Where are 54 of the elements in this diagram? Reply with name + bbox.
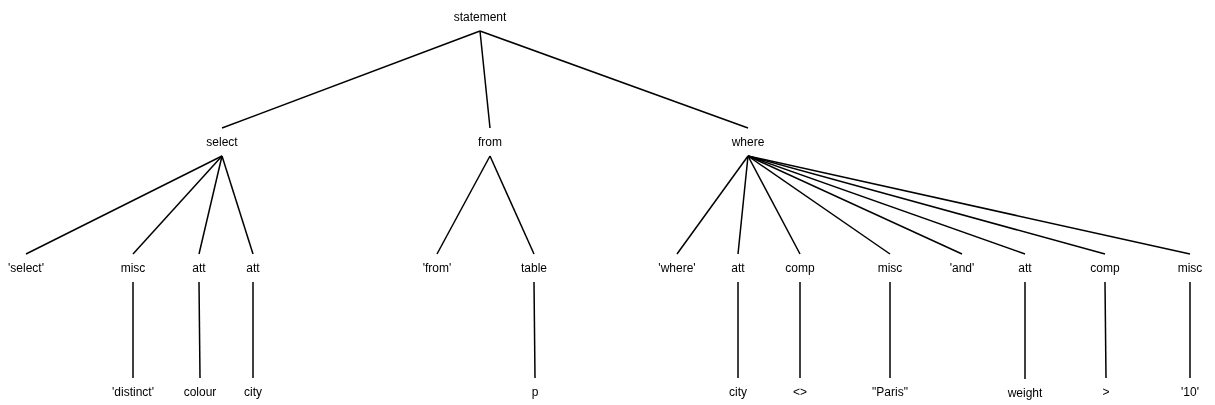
tree-node-label: weight	[1005, 379, 1045, 405]
tree-branch-line	[747, 155, 801, 255]
tree-branch-line	[747, 155, 963, 255]
tree-node-label: att	[729, 254, 747, 282]
tree-branch-line	[221, 155, 254, 255]
tree-branch-line	[799, 281, 801, 379]
tree-node-label: city	[727, 378, 749, 405]
tree-branch-line	[889, 281, 891, 379]
tree-branch-line	[479, 30, 491, 129]
tree-node-label: 'and'	[947, 254, 977, 282]
tree-node-label: 'select'	[6, 254, 46, 282]
tree-node-label: 'where'	[656, 254, 698, 282]
tree-node-label: <>	[791, 378, 809, 405]
tree-node-label: 'distinct'	[110, 378, 156, 405]
tree-node-label: table	[519, 254, 549, 282]
tree-node-label: p	[529, 378, 541, 405]
tree-branch-line	[221, 30, 481, 129]
tree-node-label: city	[242, 378, 264, 405]
tree-node-label: 'from'	[420, 254, 454, 282]
tree-node-label: comp	[783, 254, 817, 282]
tree-node-label: misc	[875, 254, 905, 282]
tree-branch-line	[489, 155, 535, 255]
tree-branch-line	[533, 281, 536, 379]
tree-node-label: misc	[118, 254, 148, 282]
tree-branch-line	[25, 155, 223, 255]
tree-node-label: att	[190, 254, 208, 282]
tree-node-label: from	[476, 128, 504, 156]
tree-branch-line	[737, 155, 749, 255]
tree-node-label: select	[204, 128, 240, 156]
tree-branch-line	[198, 155, 223, 255]
tree-node-label: att	[244, 254, 262, 282]
tree-branch-line	[1024, 281, 1026, 380]
tree-branch-line	[737, 281, 739, 379]
tree-branch-line	[747, 155, 1191, 255]
tree-node-label: att	[1016, 254, 1034, 282]
tree-node-label: comp	[1088, 254, 1122, 282]
tree-branch-line	[252, 281, 254, 379]
tree-node-label: where	[729, 128, 767, 156]
tree-branch-line	[1104, 281, 1107, 379]
tree-node-label: statement	[451, 3, 509, 31]
tree-node-label: >	[1100, 378, 1112, 405]
tree-node-label: misc	[1175, 254, 1205, 282]
tree-branch-line	[747, 155, 891, 255]
tree-branch-line	[479, 30, 749, 129]
tree-node-label: "Paris"	[870, 378, 910, 405]
tree-node-label: '10'	[1179, 378, 1201, 405]
tree-branch-line	[747, 155, 1026, 255]
tree-branch-line	[1189, 281, 1191, 379]
tree-node-label: colour	[181, 378, 219, 405]
tree-branch-line	[676, 155, 749, 255]
tree-branch-line	[436, 155, 491, 255]
tree-branch-line	[132, 155, 223, 255]
tree-branch-line	[198, 281, 201, 379]
tree-branch-line	[132, 281, 134, 379]
